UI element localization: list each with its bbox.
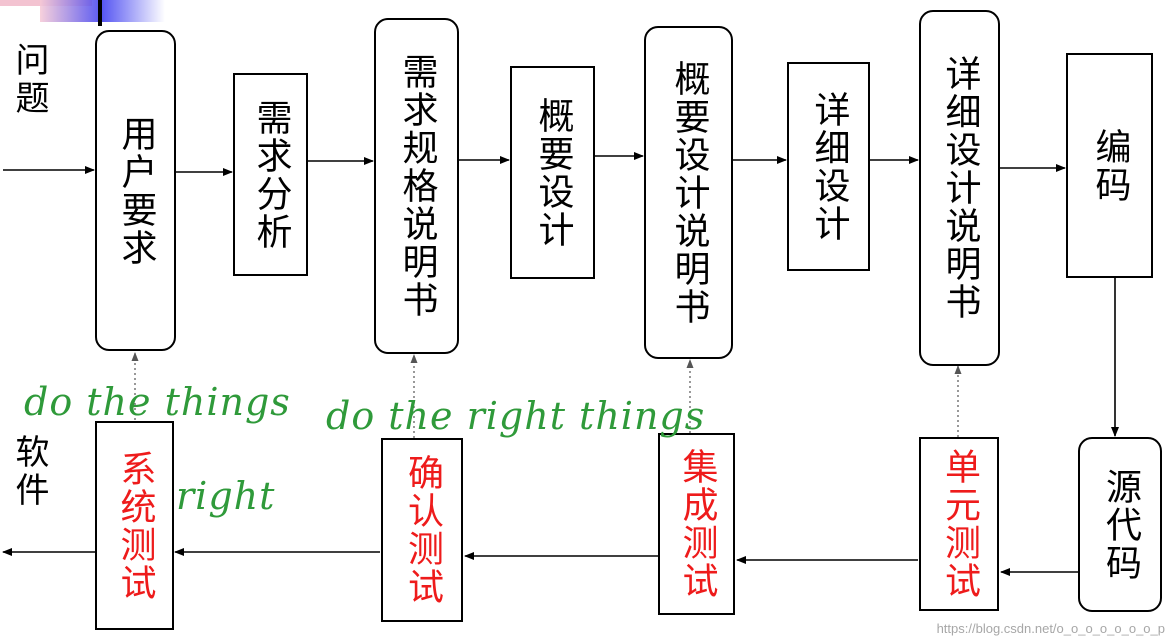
- integration-test-text: 集成测试: [676, 448, 718, 600]
- annotation-right: right: [176, 474, 276, 518]
- integration-test-box: 集成测试: [658, 433, 735, 615]
- acceptance-test-text: 确认测试: [402, 454, 443, 606]
- coding-box: 编码: [1066, 53, 1153, 278]
- high-level-design-box: 概要设计: [510, 66, 595, 279]
- coding-text: 编码: [1089, 127, 1131, 204]
- requirement-analysis-text: 需求分析: [250, 98, 292, 251]
- source-code-text: 源代码: [1100, 467, 1141, 582]
- detailed-design-doc-text: 详细设计说明书: [939, 55, 981, 321]
- requirement-analysis-box: 需求分析: [233, 73, 308, 276]
- user-requirements-box: 用户要求: [95, 30, 176, 351]
- system-test-box: 系统测试: [95, 421, 174, 630]
- problem-label: 问题: [9, 42, 49, 118]
- detailed-design-text: 详细设计: [808, 90, 850, 243]
- annotation-do-the-things: do the things: [24, 380, 291, 424]
- source-code-box: 源代码: [1078, 437, 1162, 612]
- user-requirements-text: 用户要求: [115, 114, 157, 267]
- watermark: https://blog.csdn.net/o_o_o_o_o_o_o_p: [936, 621, 1165, 636]
- unit-test-box: 单元测试: [919, 437, 999, 611]
- high-level-design-doc-box: 概要设计说明书: [644, 26, 733, 359]
- detailed-design-doc-box: 详细设计说明书: [919, 10, 1000, 366]
- corner-decoration: [0, 0, 165, 26]
- unit-test-text: 单元测试: [939, 448, 980, 600]
- software-label: 软件: [9, 434, 49, 510]
- annotation-do-the-right-things: do the right things: [326, 394, 706, 438]
- requirement-spec-text: 需求规格说明书: [396, 53, 438, 319]
- requirement-spec-box: 需求规格说明书: [374, 18, 459, 354]
- acceptance-test-box: 确认测试: [381, 438, 463, 622]
- high-level-design-doc-text: 概要设计说明书: [668, 59, 710, 326]
- high-level-design-text: 概要设计: [532, 96, 574, 249]
- detailed-design-box: 详细设计: [787, 62, 870, 271]
- system-test-text: 系统测试: [114, 449, 156, 602]
